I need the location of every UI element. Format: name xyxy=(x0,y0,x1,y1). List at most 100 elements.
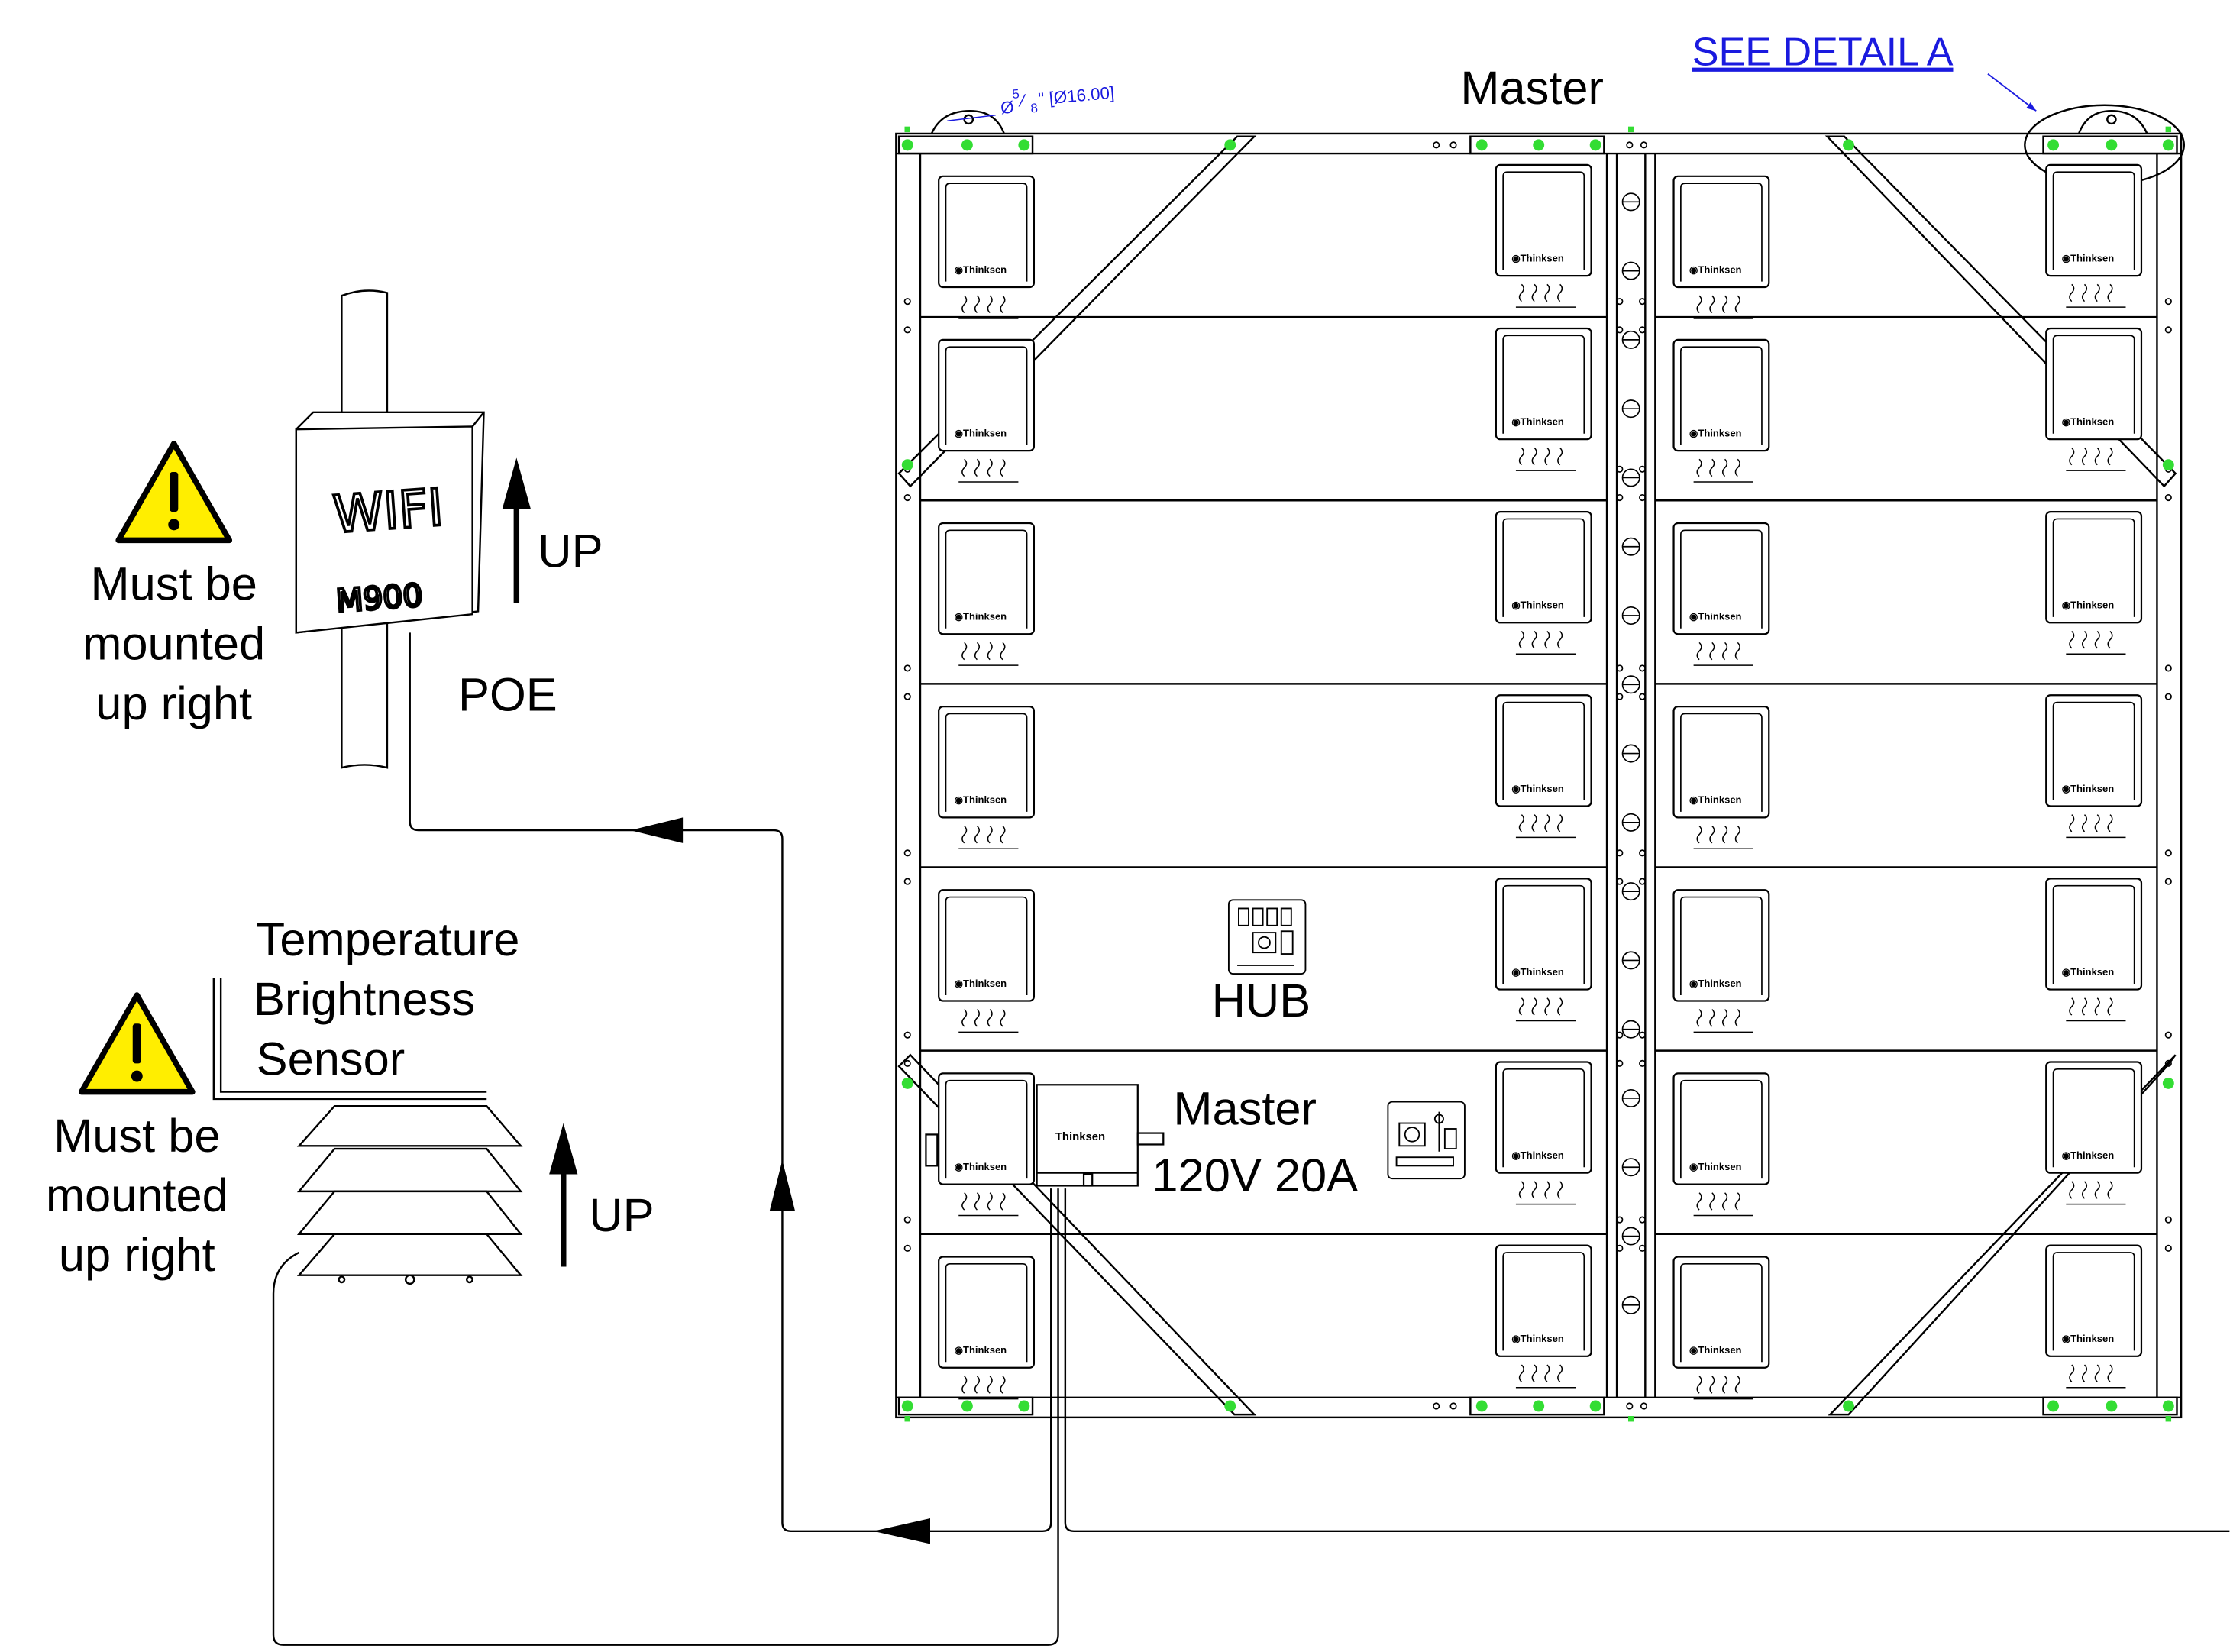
sensor-bracket xyxy=(212,978,487,1101)
led-module: ◉Thinksen xyxy=(1495,327,1592,471)
warning-icon xyxy=(115,441,233,544)
module-brand: ◉Thinksen xyxy=(955,611,1007,622)
hole-dimension: Ø 5 ⁄ 8 " [Ø16.00] xyxy=(1000,83,1116,118)
wifi-warning-line-3: up right xyxy=(95,677,252,730)
led-cabinet xyxy=(895,104,2186,1419)
led-module: ◉Thinksen xyxy=(1495,878,1592,1022)
led-module: ◉Thinksen xyxy=(938,1072,1036,1217)
module-brand: ◉Thinksen xyxy=(1689,794,1742,806)
led-module: ◉Thinksen xyxy=(1495,694,1592,839)
led-module: ◉Thinksen xyxy=(1495,1061,1592,1205)
led-module: ◉Thinksen xyxy=(2045,1061,2143,1205)
master-board-icon xyxy=(1387,1101,1466,1180)
module-brand: ◉Thinksen xyxy=(1689,978,1742,989)
module-brand: ◉Thinksen xyxy=(1689,1344,1742,1356)
led-module: ◉Thinksen xyxy=(1673,1256,1770,1400)
module-brand: ◉Thinksen xyxy=(2062,253,2115,264)
led-module: ◉Thinksen xyxy=(2045,694,2143,839)
poe-label: POE xyxy=(458,669,558,722)
module-brand: ◉Thinksen xyxy=(2062,783,2115,794)
sensor-warning-line-3: up right xyxy=(59,1229,215,1282)
led-module: ◉Thinksen xyxy=(2045,327,2143,471)
led-module: ◉Thinksen xyxy=(938,338,1036,483)
module-brand: ◉Thinksen xyxy=(955,794,1007,806)
led-module: ◉Thinksen xyxy=(938,706,1036,850)
module-brand: ◉Thinksen xyxy=(955,978,1007,989)
module-brand: ◉Thinksen xyxy=(2062,966,2115,978)
module-brand: ◉Thinksen xyxy=(1511,1333,1564,1344)
module-brand: ◉Thinksen xyxy=(1689,263,1742,275)
power-rating-label: 120V 20A xyxy=(1152,1149,1358,1202)
wifi-access-point xyxy=(295,411,485,634)
module-brand: ◉Thinksen xyxy=(955,1344,1007,1356)
temperature-brightness-sensor xyxy=(296,1104,523,1285)
led-module: ◉Thinksen xyxy=(1673,175,1770,319)
alignment-markers xyxy=(901,126,2174,1422)
led-module: ◉Thinksen xyxy=(2045,878,2143,1022)
hub-board-icon xyxy=(1227,899,1307,975)
wifi-warning-line-1: Must be xyxy=(91,558,257,611)
flow-arrow-icon xyxy=(873,1518,931,1544)
module-brand: ◉Thinksen xyxy=(1689,427,1742,438)
up-arrow-icon xyxy=(549,1123,578,1267)
module-brand: ◉Thinksen xyxy=(1511,1149,1564,1161)
module-brand: ◉Thinksen xyxy=(2062,600,2115,611)
wifi-warning-line-2: mounted xyxy=(82,618,265,671)
module-brand: ◉Thinksen xyxy=(2062,1149,2115,1161)
module-brand: ◉Thinksen xyxy=(1689,611,1742,622)
master-box-brand: Thinksen xyxy=(1055,1131,1105,1143)
led-module: ◉Thinksen xyxy=(2045,511,2143,655)
led-module: ◉Thinksen xyxy=(938,522,1036,666)
flow-arrow-icon xyxy=(769,1159,796,1211)
module-brand: ◉Thinksen xyxy=(1689,1161,1742,1172)
led-module: ◉Thinksen xyxy=(1495,1244,1592,1389)
led-module: ◉Thinksen xyxy=(938,889,1036,1033)
svg-text:5: 5 xyxy=(1012,86,1020,102)
led-module: ◉Thinksen xyxy=(1673,706,1770,850)
led-module: ◉Thinksen xyxy=(1495,163,1592,308)
led-module: ◉Thinksen xyxy=(1673,889,1770,1033)
master-box-label: Master xyxy=(1173,1082,1317,1135)
module-brand: ◉Thinksen xyxy=(1511,600,1564,611)
led-module: ◉Thinksen xyxy=(2045,163,2143,308)
sensor-warning-line-1: Must be xyxy=(53,1110,220,1162)
module-brand: ◉Thinksen xyxy=(955,1161,1007,1172)
led-module: ◉Thinksen xyxy=(1673,522,1770,666)
wifi-up-label: UP xyxy=(538,525,603,578)
led-module: ◉Thinksen xyxy=(2045,1244,2143,1389)
detail-leader-arrow-icon xyxy=(2026,102,2037,112)
led-module: ◉Thinksen xyxy=(938,1256,1036,1400)
led-module: ◉Thinksen xyxy=(938,175,1036,319)
sensor-up-label: UP xyxy=(589,1189,654,1242)
module-brand: ◉Thinksen xyxy=(955,427,1007,438)
module-brand: ◉Thinksen xyxy=(1511,416,1564,428)
svg-text:8: 8 xyxy=(1030,101,1039,116)
svg-text:Ø: Ø xyxy=(1000,98,1014,118)
detail-leader-line xyxy=(1987,73,2037,112)
led-module: ◉Thinksen xyxy=(1673,1072,1770,1217)
master-control-box xyxy=(925,1084,1165,1187)
sensor-label-line-3: Sensor xyxy=(257,1033,406,1085)
sensor-label-line-1: Temperature xyxy=(257,913,520,966)
sensor-label-line-2: Brightness xyxy=(254,973,475,1026)
module-brand: ◉Thinksen xyxy=(2062,416,2115,428)
module-brand: ◉Thinksen xyxy=(1511,966,1564,978)
see-detail-a-link[interactable]: SEE DETAIL A xyxy=(1692,31,1954,75)
module-brand: ◉Thinksen xyxy=(1511,253,1564,264)
sensor-warning-line-2: mounted xyxy=(46,1169,228,1222)
warning-icon xyxy=(79,992,196,1095)
module-brand: ◉Thinksen xyxy=(1511,783,1564,794)
hub-label: HUB xyxy=(1212,975,1311,1027)
up-arrow-icon xyxy=(502,457,531,603)
master-top-label: Master xyxy=(1460,62,1604,115)
wifi-title: WIFI xyxy=(331,477,445,545)
module-brand: ◉Thinksen xyxy=(955,263,1007,275)
led-modules: ◉Thinksen ◉Thinksen ◉Thinksen ◉Thinksen ◉Thi… xyxy=(938,163,2143,1400)
led-module: ◉Thinksen xyxy=(1673,338,1770,483)
led-module: ◉Thinksen xyxy=(1495,511,1592,655)
module-brand: ◉Thinksen xyxy=(2062,1333,2115,1344)
wifi-model: M900 xyxy=(334,577,424,619)
flow-arrow-icon xyxy=(630,817,684,843)
svg-text:" [Ø16.00]: " [Ø16.00] xyxy=(1038,83,1116,109)
